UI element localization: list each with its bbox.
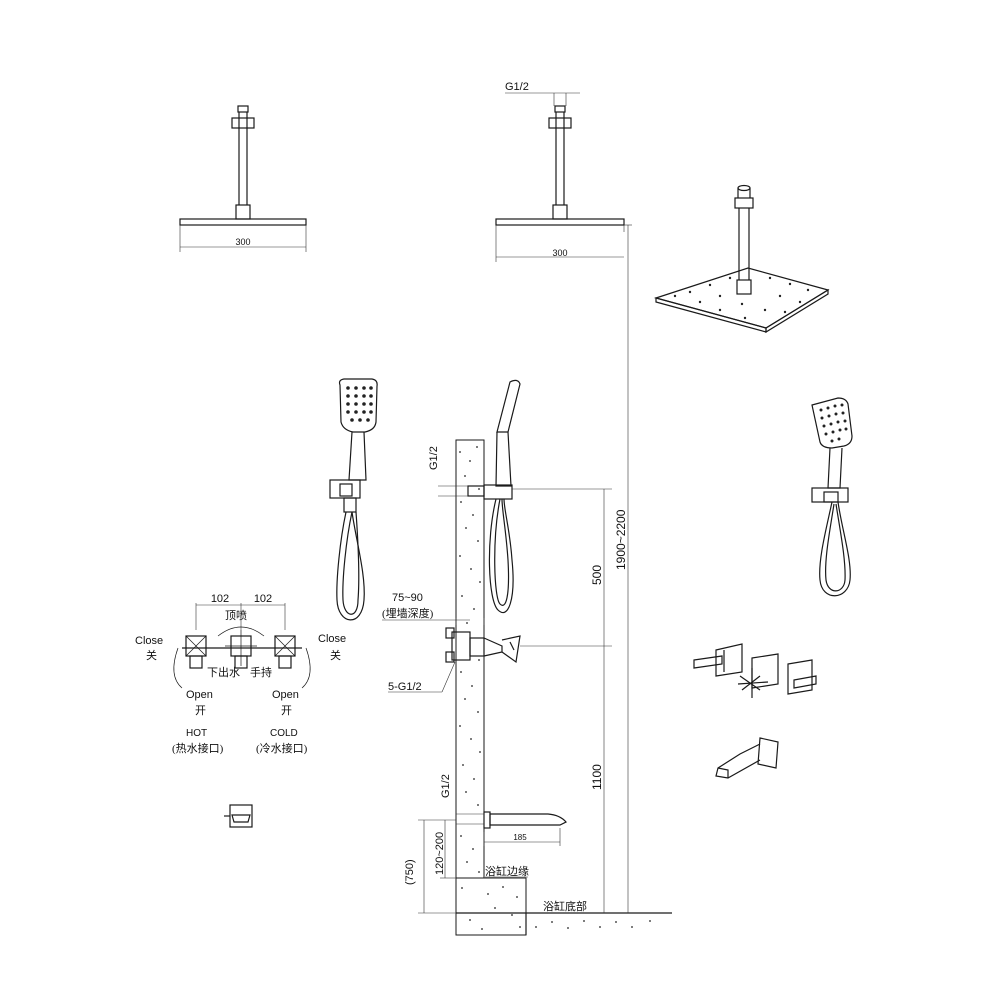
close-label-right-cn: 关 [330,648,341,662]
valve-thread-label: 5-G1/2 [388,681,422,693]
concrete-texture [459,446,651,930]
dim-1100: 1100 [590,764,604,790]
close-label-left: Close [135,635,163,647]
spout-length-label: 185 [513,833,527,842]
close-label-right: Close [318,633,346,645]
valve-spacing-left: 102 [211,593,229,605]
embed-depth-value: 75~90 [392,592,423,604]
dim-120-200: 120~200 [434,832,446,875]
shower-head-side-view-mid: G1/2 300 [495,81,625,262]
dim-750: (750) [404,859,416,885]
embed-depth-cn: (埋墙深度) [382,606,434,620]
shower-head-side-view-left: 300 [179,105,307,252]
handheld-label: 手持 [250,665,272,679]
hand-shower-side-wall: G1/2 [428,379,521,613]
open-label-right: Open [272,689,299,701]
hand-shower-nozzles-left [346,386,373,422]
g-thread-wall-lower: G1/2 [440,774,452,798]
hand-shower-front-right [811,397,853,597]
dim-overall-height: 1900~2200 [614,509,628,570]
hand-shower-nozzles-right [819,403,848,443]
width-label-left: 300 [235,237,250,247]
rain-shower-perspective [653,184,830,334]
cold-label: COLD [270,728,298,739]
g-thread-wall-upper: G1/2 [428,446,440,470]
tub-spout-side: 185 G1/2 [440,774,567,846]
nozzle-dots [673,276,810,320]
spout-end-view [224,804,253,828]
tub-edge-label: 浴缸边缘 [485,864,529,878]
tub-spout-perspective [715,737,779,779]
hot-label: HOT [186,728,207,739]
mixer-valve-side: 75~90 (埋墙深度) 5-G1/2 [382,592,521,693]
left-vertical-dimensions: 120~200 (750) [404,819,456,914]
valve-trim-perspective [693,643,817,698]
hand-shower-front-left [329,378,378,621]
valve-spacing-right: 102 [254,593,272,605]
valve-front-view: 102 102 顶喷 Close 关 Close 关 下出水 手持 Open 开… [135,593,346,755]
right-vertical-dimensions: 500 1100 1900~2200 [512,224,632,913]
bottom-outlet-label: 下出水 [207,665,240,679]
hot-label-cn: (热水接口) [172,742,224,755]
open-label-right-cn: 开 [281,705,292,717]
tub-bottom-label: 浴缸底部 [543,899,587,913]
wall-section: 浴缸边缘 浴缸底部 [455,439,672,936]
g-thread-top-label: G1/2 [505,81,529,93]
dim-500: 500 [590,565,604,585]
open-label-left-cn: 开 [195,705,206,717]
width-label-mid: 300 [552,248,567,258]
close-label-left-cn: 关 [146,648,157,662]
cold-label-cn: (冷水接口) [256,742,308,755]
top-spray-label: 顶喷 [225,609,247,622]
open-label-left: Open [186,689,213,701]
